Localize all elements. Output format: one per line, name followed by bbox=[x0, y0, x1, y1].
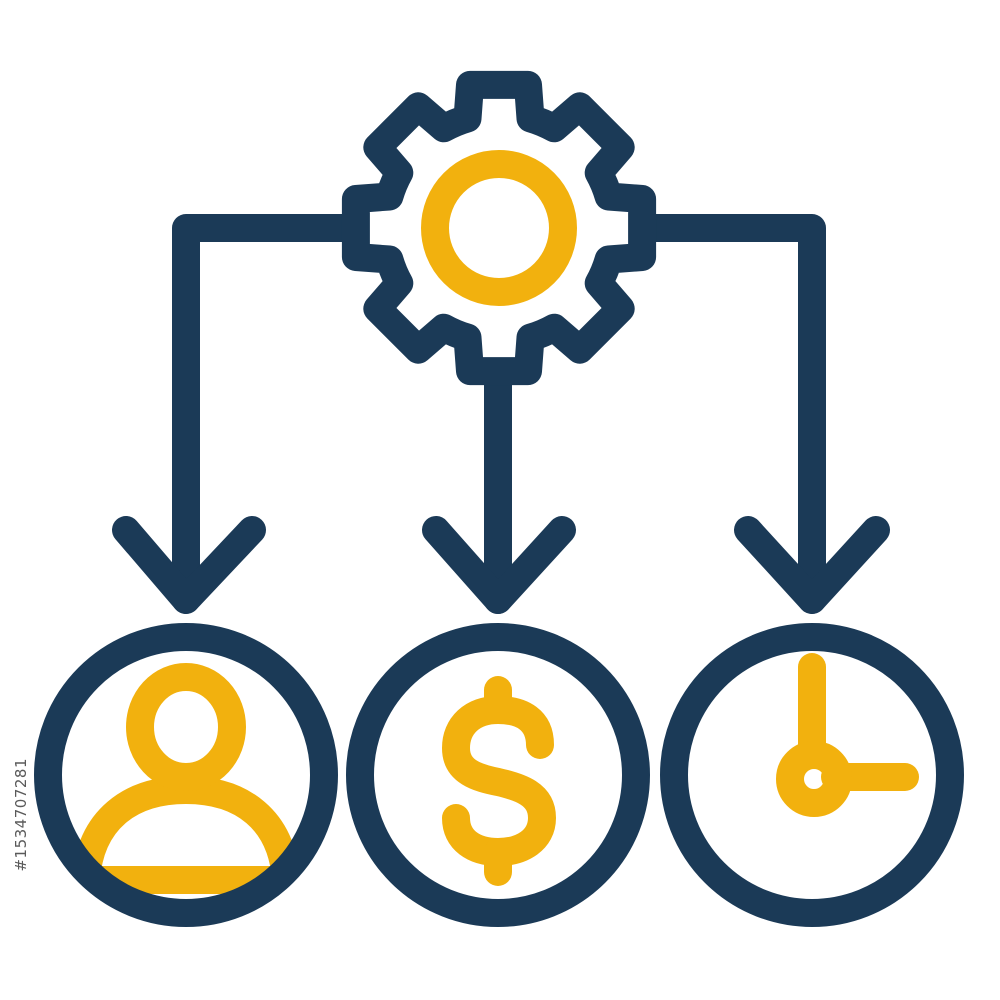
person-icon bbox=[34, 623, 338, 927]
stock-id-text: #1534707281 bbox=[12, 758, 30, 872]
clock-icon bbox=[660, 623, 964, 927]
dollar-circle-frame bbox=[346, 623, 650, 927]
person-circle-frame bbox=[34, 623, 338, 927]
dollar-s-curve bbox=[442, 696, 556, 866]
right-branch-connector bbox=[628, 214, 890, 614]
gear-hub-ring bbox=[421, 150, 577, 306]
clock-circle-frame bbox=[660, 623, 964, 927]
clock-center bbox=[776, 741, 852, 817]
gear-icon bbox=[341, 70, 657, 386]
center-branch-connector bbox=[422, 358, 576, 614]
left-branch-connector bbox=[112, 214, 376, 614]
dollar-icon bbox=[346, 623, 650, 927]
person-head bbox=[126, 663, 246, 791]
person-shoulders bbox=[72, 776, 300, 894]
